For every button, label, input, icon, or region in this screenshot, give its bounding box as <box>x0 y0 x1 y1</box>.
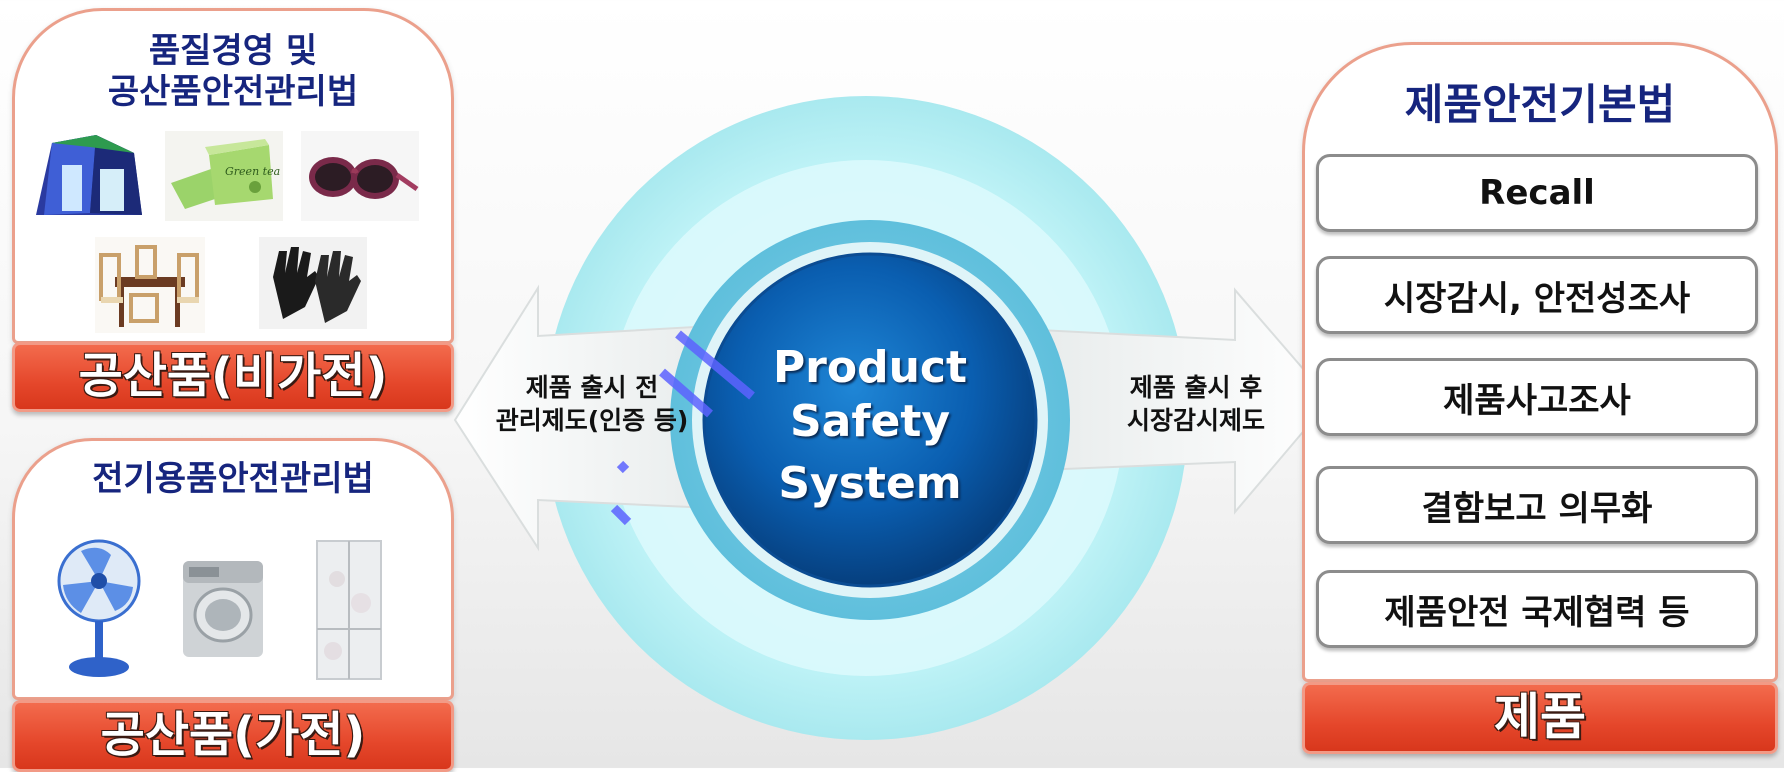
right-banner: 제품 <box>1302 682 1778 754</box>
left-bottom-panel: 전기용품안전관리법 <box>12 438 454 700</box>
left-bottom-banner: 공산품(가전) <box>12 700 454 772</box>
left-top-panel: 품질경영 및 공산품안전관리법 Green tea <box>12 8 454 344</box>
center-line2: Safety <box>789 396 951 447</box>
right-item-accident-investigation: 제품사고조사 <box>1316 358 1758 436</box>
right-item-market-surveillance: 시장감시, 안전성조사 <box>1316 256 1758 334</box>
left-arrow-label-line2: 관리제도(인증 등) <box>495 405 689 435</box>
right-item-international-cooperation: 제품안전 국제협력 등 <box>1316 570 1758 648</box>
right-arrow-label: 제품 출시 후 시장감시제도 <box>1100 372 1292 437</box>
tent-icon <box>30 129 148 221</box>
right-item-defect-reporting: 결함보고 의무화 <box>1316 466 1758 544</box>
left-arrow-label: 제품 출시 전 관리제도(인증 등) <box>464 372 720 437</box>
green-tea-box-icon: Green tea <box>165 131 283 221</box>
left-top-title-line2: 공산품안전관리법 <box>107 72 359 113</box>
decorative-dashes <box>610 330 755 526</box>
dining-set-icon <box>95 237 205 333</box>
right-panel-title: 제품안전기본법 <box>1404 80 1676 129</box>
refrigerator-icon <box>313 539 385 683</box>
sunglasses-icon <box>301 131 419 221</box>
gloves-icon <box>259 237 367 329</box>
right-arrow-label-line2: 시장감시제도 <box>1126 405 1265 435</box>
center-line1: Product <box>772 342 968 393</box>
electric-fan-icon <box>51 533 151 683</box>
right-item-recall: Recall <box>1316 154 1758 232</box>
core-circle <box>702 252 1038 588</box>
right-arrow-label-line1: 제품 출시 후 <box>1129 373 1263 402</box>
center-line3: System <box>778 458 962 509</box>
left-arrow-label-line1: 제품 출시 전 <box>525 373 659 402</box>
left-top-title: 품질경영 및 공산품안전관리법 <box>15 31 451 114</box>
left-top-title-line1: 품질경영 및 <box>148 31 318 71</box>
washing-machine-icon <box>173 543 273 663</box>
svg-text:Green tea: Green tea <box>225 165 280 178</box>
left-bottom-title: 전기용품안전관리법 <box>92 459 374 499</box>
left-top-banner: 공산품(비가전) <box>12 342 454 412</box>
